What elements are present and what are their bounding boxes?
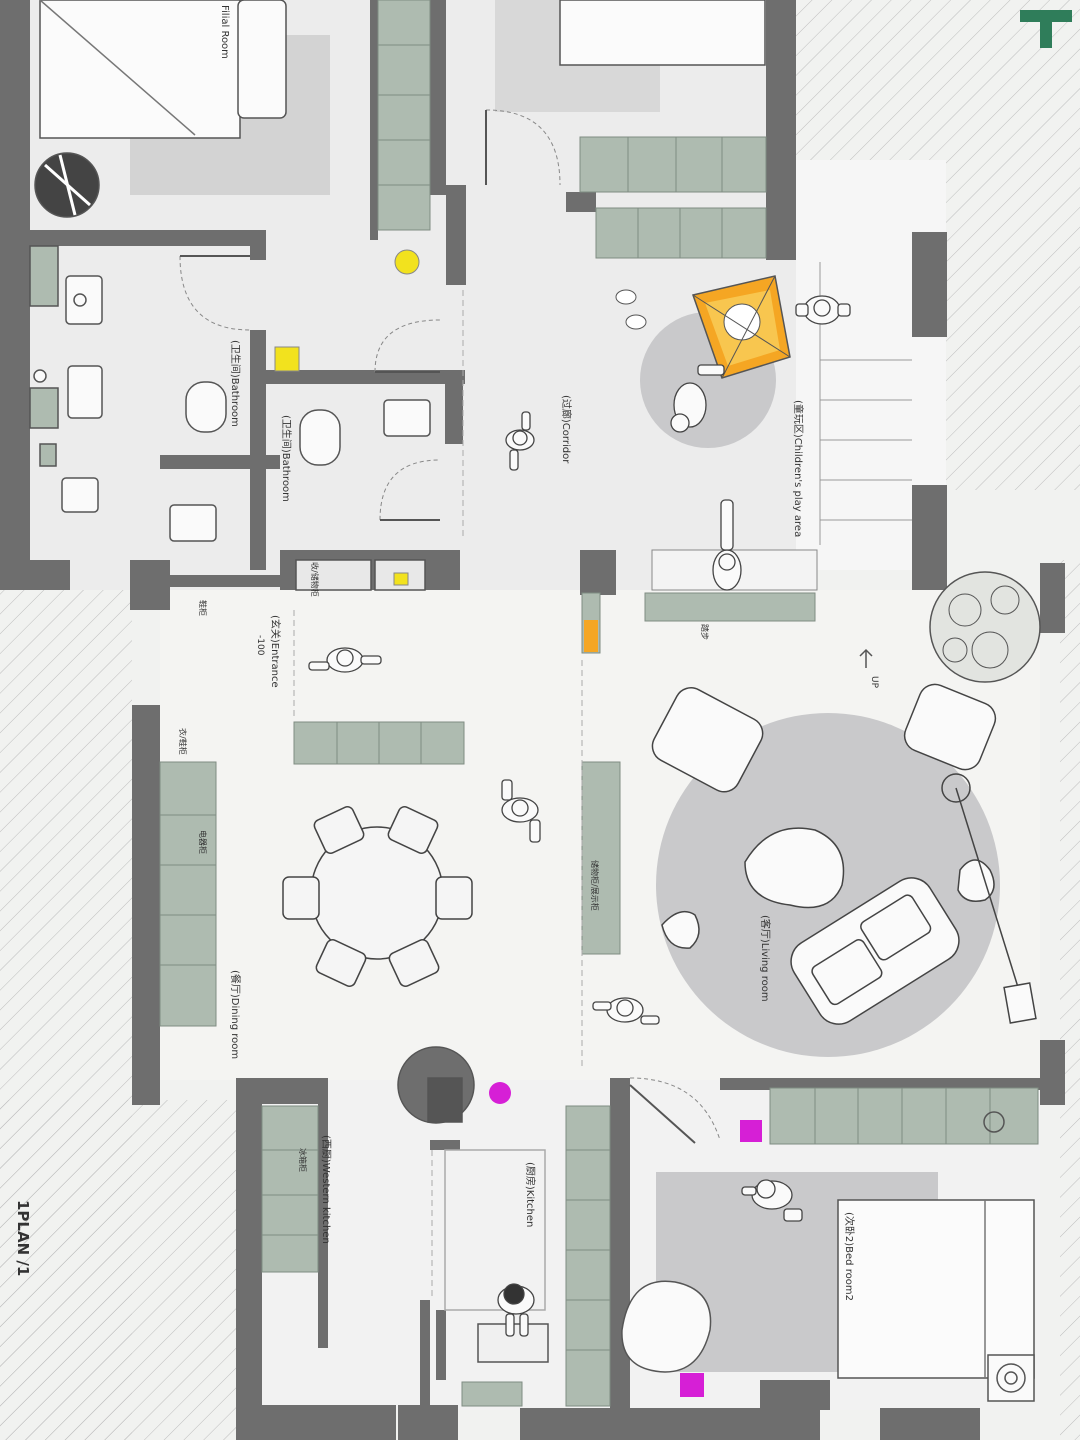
person-icon <box>670 364 725 433</box>
room-label-western-kitchen: (西厨)Western kitchen <box>320 1135 332 1244</box>
toilet <box>185 381 227 433</box>
up-arrow-icon <box>859 648 873 668</box>
sheet-title: 1PLAN /1 <box>14 1200 32 1276</box>
accent-markers <box>274 249 762 1397</box>
sink <box>383 399 431 437</box>
stove <box>987 1354 1035 1402</box>
person-icon <box>505 411 535 471</box>
up-label: UP <box>869 676 879 689</box>
person-icon <box>712 499 742 591</box>
coffee-table <box>744 827 845 909</box>
tree-icon <box>929 571 1041 683</box>
doors <box>179 109 721 1141</box>
logo-icon <box>1020 10 1072 48</box>
lounge-chair <box>651 687 764 793</box>
annotation-fridge-cabinet: 冰箱柜 <box>298 1148 308 1172</box>
dining-table-set <box>282 806 473 987</box>
bathroom-fixtures <box>29 152 431 591</box>
armchair <box>903 683 997 771</box>
annotation-tall-cabinet: 电器柜 <box>198 830 208 854</box>
person-icon <box>741 1179 803 1222</box>
dining-chair <box>387 806 439 854</box>
dining-chair <box>313 806 365 854</box>
room-label-bathroom-2: (卫生间)Bathroom <box>280 415 293 502</box>
room-label-kitchen: (厨房)Kitchen <box>524 1162 537 1227</box>
sink <box>61 477 99 513</box>
person-figures <box>308 295 851 1337</box>
side-table <box>957 859 995 902</box>
room-label-entrance: (玄关)Entrance <box>269 615 282 688</box>
person-icon <box>592 997 660 1025</box>
beds <box>39 0 1035 1379</box>
dining-chair <box>435 876 473 920</box>
dining-chair <box>315 939 367 987</box>
sink <box>169 504 217 542</box>
room-label-living: (客厅)Living room <box>759 915 772 1002</box>
toilet <box>299 409 341 466</box>
cabinet-divisions <box>160 44 991 1351</box>
stairs <box>819 262 912 545</box>
living-room-furniture <box>651 683 1037 1025</box>
room-label-filial: Filial Room <box>219 5 230 59</box>
kitchen-fixtures <box>397 1046 1035 1402</box>
room-label-bathroom-1: (卫生间)Bathroom <box>229 340 242 427</box>
annotation-steps: 踏步 <box>700 624 710 640</box>
entrance-level: -100 <box>255 635 265 656</box>
person-icon <box>497 1283 535 1337</box>
room-label-bedroom-2: (次卧2)Bed room2 <box>843 1212 856 1301</box>
room-label-dining: (餐厅)Dining room <box>229 970 242 1059</box>
annotation-entry-cabinet: 衣/鞋柜 <box>178 728 188 755</box>
bedroom-chair <box>621 1280 712 1373</box>
room-label-corridor: (过廊)Corridor <box>560 395 573 464</box>
filial-room-bed <box>39 0 241 139</box>
dining-chair <box>388 939 440 987</box>
person-icon <box>501 779 541 843</box>
annotation-shoe-cabinet: 鞋柜 <box>198 600 208 616</box>
bedroom2-bed <box>837 1199 1035 1379</box>
annotation-storage-cabinet: 收/储物柜 <box>310 562 320 597</box>
room-labels: Filial Room (卫生间)Bathroom (卫生间)Bathroom … <box>14 5 879 1301</box>
room-label-play-area: (童玩区)Children's play area <box>792 400 805 537</box>
person-icon <box>795 295 851 325</box>
floor-lamp <box>1003 982 1037 1024</box>
pouf <box>661 910 700 949</box>
bedroom-bed <box>559 0 766 66</box>
annotation-tv-cabinet: 储物柜/展示柜 <box>590 860 600 911</box>
person-icon <box>308 647 382 673</box>
door-leaves <box>180 110 696 1144</box>
zone-lines <box>293 290 583 1300</box>
dining-chair <box>282 876 320 920</box>
